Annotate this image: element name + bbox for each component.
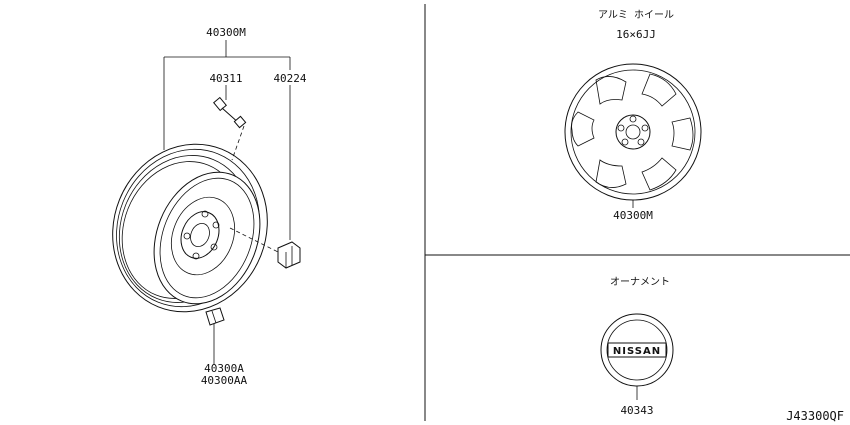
alloy-wheel-group: アルミ ホイール 16×6JJ 40300M <box>564 9 702 222</box>
alloy-wheel-part-number: 40300M <box>613 209 653 222</box>
hub-icon <box>180 210 220 260</box>
ornament-part-number: 40343 <box>620 404 653 417</box>
alloy-wheel-icon <box>564 63 702 201</box>
nut-part-number: 40224 <box>273 72 306 85</box>
diagram-code: J43300QF <box>786 409 844 423</box>
weight-part-number-1: 40300A <box>204 362 244 375</box>
ornament-title: オーナメント <box>610 276 670 288</box>
assembly-part-number: 40300M <box>206 26 246 39</box>
alloy-wheel-size: 16×6JJ <box>616 28 656 41</box>
weight-part-number-2: 40300AA <box>201 374 248 387</box>
ornament-group: オーナメント NISSAN 40343 <box>600 276 674 417</box>
balance-weight-icon <box>205 307 225 326</box>
nissan-emblem-icon: NISSAN <box>600 313 674 387</box>
steel-wheel-group: 40300M 40311 40224 40300A 40300AA <box>112 26 307 387</box>
wheel-nut-icon <box>229 227 301 269</box>
valve-stem-icon <box>213 96 247 161</box>
emblem-text: NISSAN <box>613 346 661 357</box>
alloy-wheel-title: アルミ ホイール <box>598 9 674 21</box>
valve-part-number: 40311 <box>209 72 242 85</box>
